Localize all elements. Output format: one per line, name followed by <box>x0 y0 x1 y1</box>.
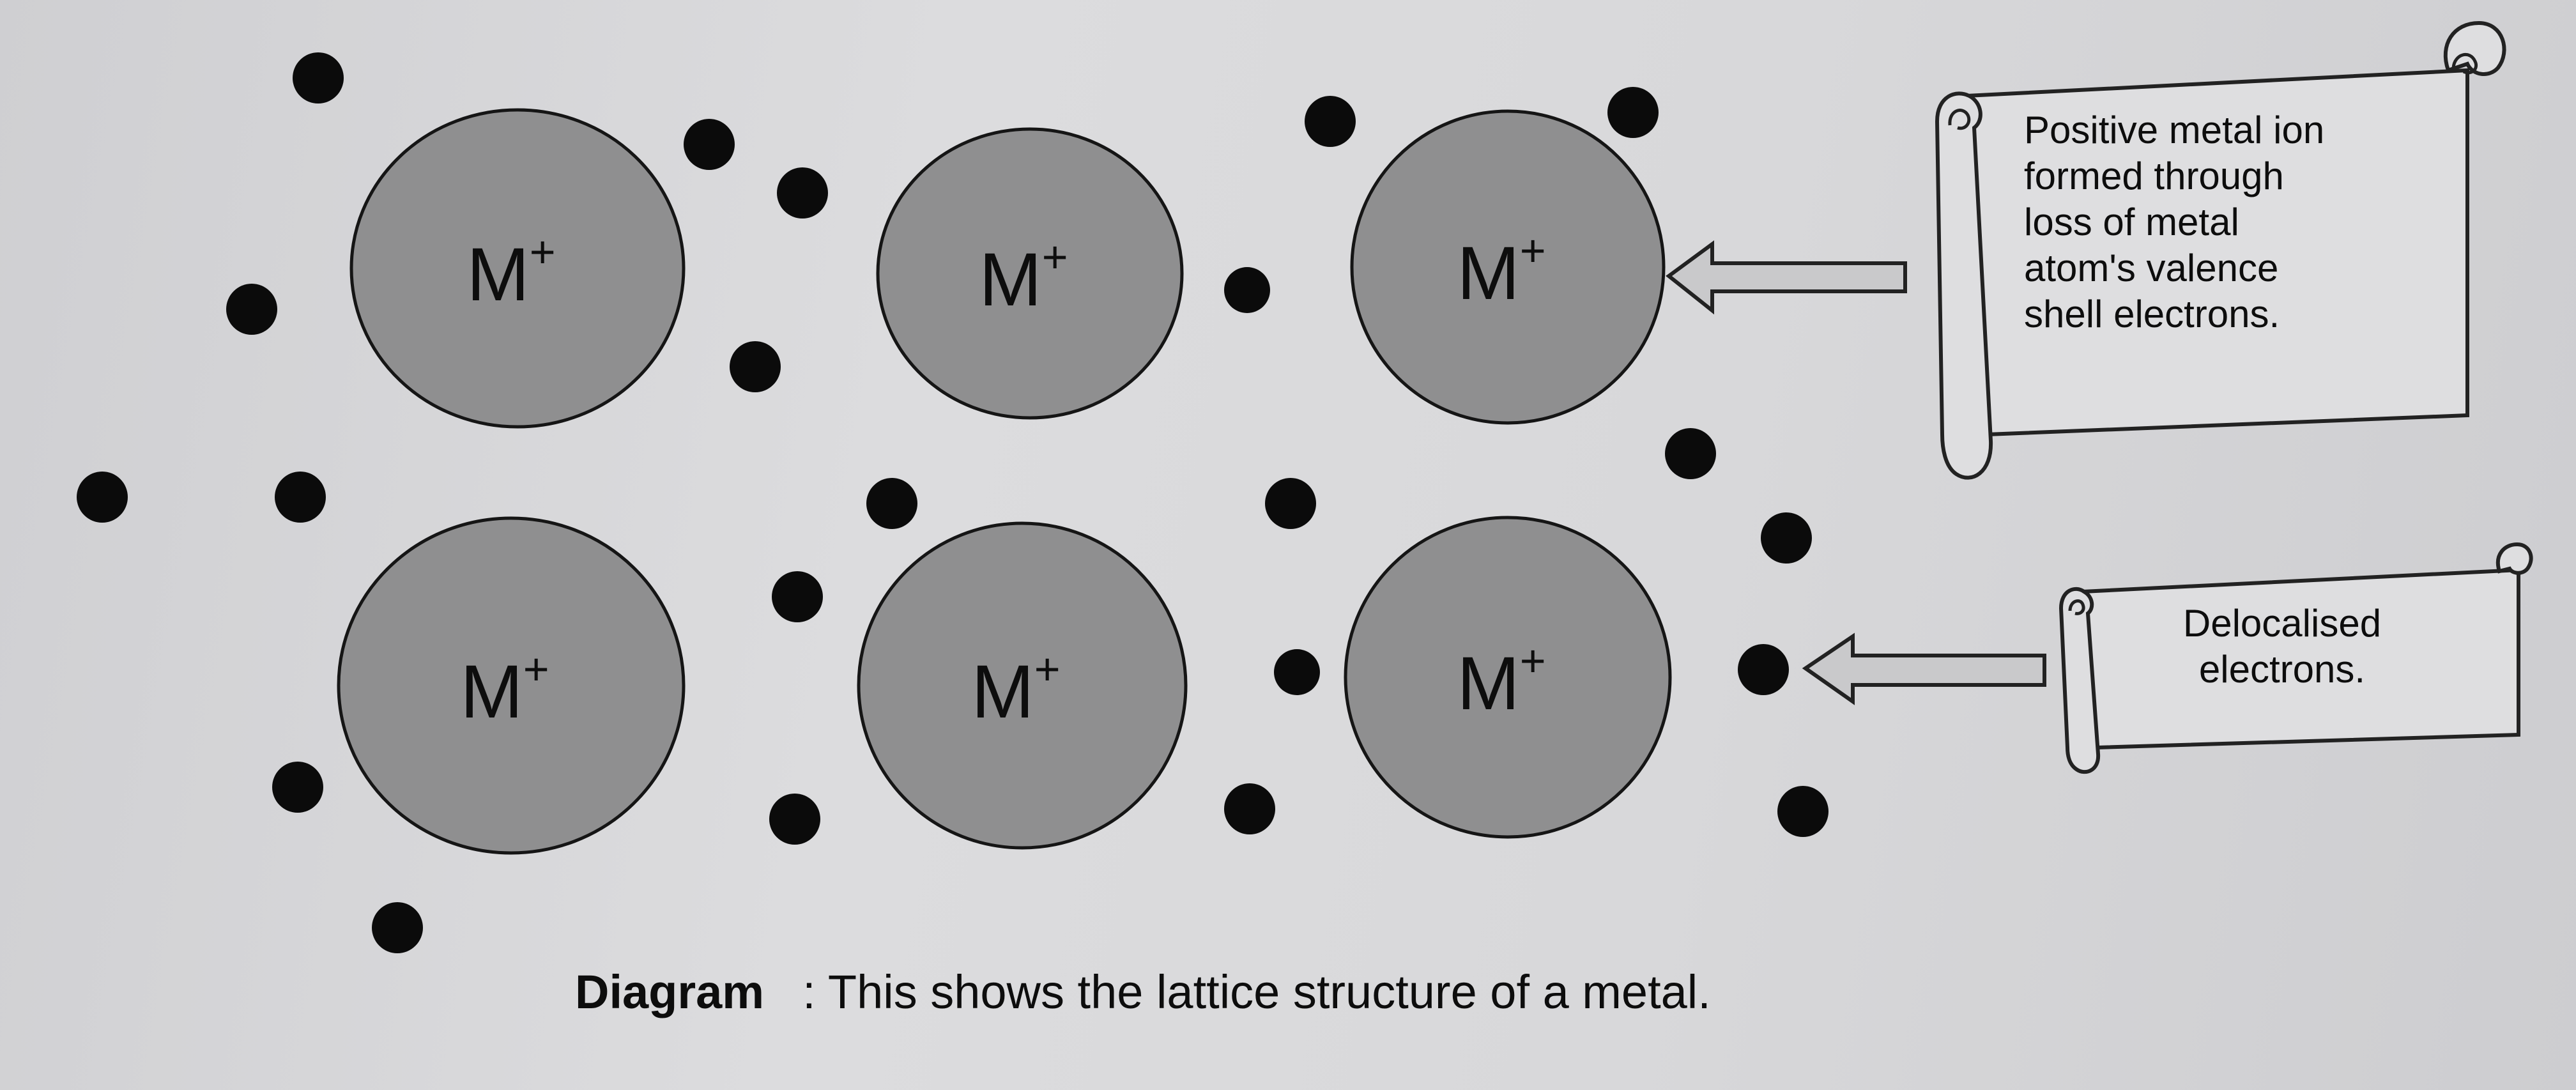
electron-pointer-arrow <box>1802 633 2046 705</box>
electron <box>1305 96 1356 147</box>
electron <box>226 284 277 335</box>
diagram-caption: Diagram : This shows the lattice structur… <box>575 965 1711 1019</box>
metal-ion-5: M+ <box>857 521 1188 850</box>
electron <box>730 341 781 392</box>
ion-charge: + <box>1520 636 1546 686</box>
delocalised-electrons <box>77 52 1828 953</box>
metal-ion-3: M+ <box>1350 109 1666 425</box>
electron <box>1224 783 1275 834</box>
ion-charge: + <box>1042 232 1068 282</box>
ion-symbol: M <box>1457 231 1519 316</box>
electron <box>275 472 326 523</box>
positive-ion-callout-text: Positive metal ion formed through loss o… <box>2024 109 2325 335</box>
metal-ion-1: M+ <box>349 108 686 429</box>
ion-pointer-arrow <box>1666 240 1907 315</box>
svg-text:M+: M+ <box>979 232 1068 322</box>
electron <box>272 762 323 813</box>
ion-symbol: M <box>971 650 1034 734</box>
electron <box>1761 512 1812 564</box>
electron <box>777 167 828 219</box>
ion-symbol: M <box>1457 641 1519 726</box>
metal-ion-4: M+ <box>337 516 686 855</box>
electron <box>77 472 128 523</box>
electron <box>293 52 344 104</box>
electron <box>1224 267 1270 313</box>
ion-charge: + <box>1034 644 1061 694</box>
positive-ion-scroll <box>1935 20 2506 480</box>
metal-ion-6: M+ <box>1344 516 1672 839</box>
svg-text:M+: M+ <box>1457 226 1545 316</box>
ion-charge: + <box>1520 226 1546 275</box>
electron <box>769 794 820 845</box>
ion-symbol: M <box>979 238 1041 322</box>
ion-charge: + <box>530 227 556 277</box>
svg-text:M+: M+ <box>971 644 1060 734</box>
electron <box>1265 478 1316 529</box>
electron <box>1274 649 1320 695</box>
svg-text:M+: M+ <box>1457 636 1545 726</box>
metal-ion-2: M+ <box>876 127 1184 420</box>
ion-symbol: M <box>460 650 523 734</box>
ion-charge: + <box>523 644 549 694</box>
electron <box>1665 428 1716 479</box>
electron <box>1738 644 1789 695</box>
svg-text:M+: M+ <box>466 227 555 317</box>
ion-symbol: M <box>466 233 529 317</box>
delocalised-electrons-callout-text: Delocalised electrons. <box>2182 602 2382 691</box>
caption-text: : This shows the lattice structure of a … <box>802 965 1711 1018</box>
electron <box>866 478 917 529</box>
electron <box>1607 87 1659 138</box>
electron <box>1777 786 1828 837</box>
delocalised-scroll <box>2058 542 2533 774</box>
electron <box>772 571 823 622</box>
electron <box>372 902 423 953</box>
electron <box>684 119 735 170</box>
svg-text:M+: M+ <box>460 644 549 734</box>
caption-label: Diagram <box>575 965 765 1018</box>
